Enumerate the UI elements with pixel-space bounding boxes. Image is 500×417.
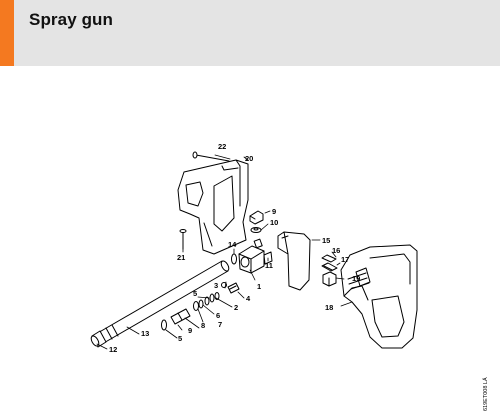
callout-16: 15: [322, 236, 330, 245]
header-bar: Spray gun: [0, 0, 500, 66]
callout-4: 4: [246, 294, 251, 303]
callout-18: 17: [341, 255, 349, 264]
part-17-clip: [321, 254, 337, 263]
callout-9: 9: [188, 326, 192, 335]
callout-11: 10: [270, 218, 278, 227]
drawing-code: 619ET008 LÄ: [482, 377, 489, 411]
callout-8: 8: [201, 321, 205, 330]
callout-5-lower: 5: [178, 334, 182, 343]
callout-22: 21: [177, 253, 185, 262]
callout-10: 9: [272, 207, 276, 216]
part-20-nut: [322, 271, 337, 287]
part-8-9-nipple: [170, 308, 191, 325]
part-14-lance-tube: [90, 260, 230, 348]
page-title: Spray gun: [29, 10, 114, 29]
callout-5-upper: 5: [193, 289, 197, 298]
callout-12: 11: [265, 261, 273, 270]
part-5-oring: [161, 319, 167, 331]
part-1-valve-body: [238, 238, 265, 274]
callout-15: 14: [228, 240, 237, 249]
callout-19: 18: [325, 303, 333, 312]
part-23-screw: [192, 151, 230, 162]
callout-21: 20: [245, 154, 253, 163]
part-11-washer: [250, 227, 262, 233]
callout-7: 7: [218, 320, 222, 329]
part-21-housing-half: [177, 159, 249, 255]
callout-17: 16: [332, 246, 340, 255]
part-3-4-nozzle: [221, 282, 240, 294]
callout-3: 3: [214, 281, 218, 290]
callout-20: 19: [352, 274, 360, 283]
leader-lines: [96, 154, 353, 350]
part-2-5-rings: [204, 292, 220, 306]
callout-1: 1: [257, 282, 261, 291]
callout-2: 2: [234, 303, 238, 312]
part-22-screw: [179, 229, 187, 250]
part-18-clip: [321, 262, 338, 272]
part-10-knob: [249, 210, 264, 225]
callout-6: 6: [216, 311, 220, 320]
callout-13: 12: [109, 345, 117, 354]
part-15-oring: [231, 253, 237, 265]
callout-14: 13: [141, 329, 149, 338]
part-19-housing-half: [340, 244, 418, 349]
part-6-7-washers: [193, 299, 204, 311]
accent-stripe: [0, 0, 14, 66]
part-16-trigger: [277, 231, 311, 291]
callout-labels: 22 20 9 10 14 11 15 16 17 19 18 21 1 4 3…: [109, 142, 360, 354]
callout-23: 22: [218, 142, 226, 151]
